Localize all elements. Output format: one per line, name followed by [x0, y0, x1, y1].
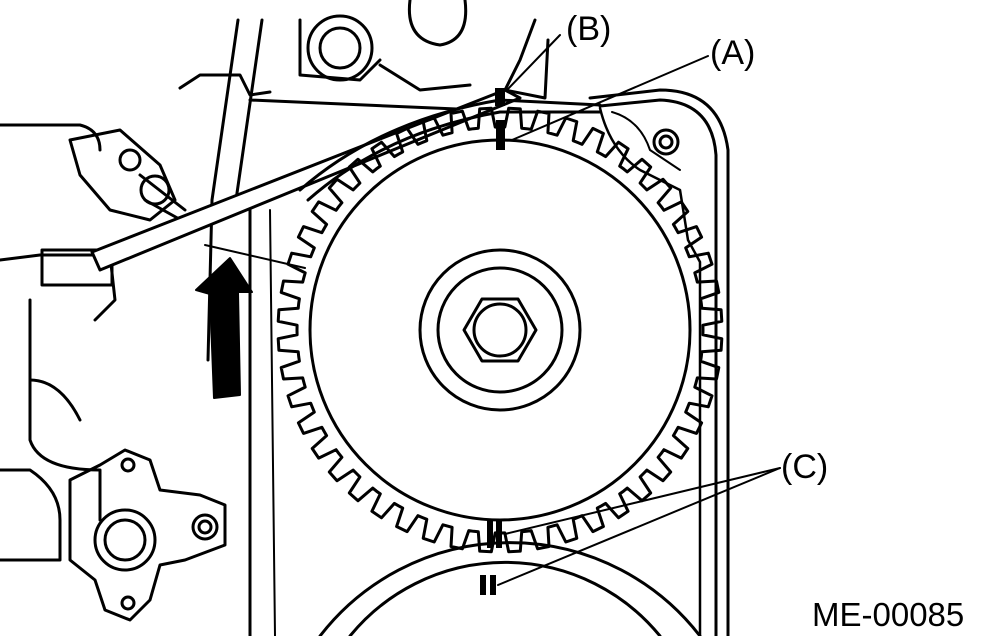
timing-mark-c-upper-2: [496, 520, 502, 548]
tensioner-assembly: [40, 128, 192, 287]
label-a: (A): [710, 34, 756, 72]
timing-mark-c-lower: [480, 575, 486, 595]
label-b: (B): [566, 10, 612, 48]
timing-mark-a: [496, 120, 505, 150]
crankshaft-sprocket: [318, 541, 702, 636]
camshaft-sprocket: [276, 106, 724, 554]
lower-idler-pulley: [68, 448, 227, 622]
leader-c-2: [497, 467, 781, 586]
figure-code: ME-00085: [812, 596, 965, 633]
leader-c-1: [504, 467, 781, 535]
engine-block-left: [0, 18, 276, 636]
timing-mark-c-upper: [487, 520, 493, 548]
leader-a: [511, 55, 709, 141]
timing-belt-top: [298, 98, 602, 202]
timing-marks: [480, 88, 505, 595]
leader-b: [506, 34, 561, 91]
up-arrow-icon: [195, 257, 253, 399]
leader-sprocket: [204, 244, 306, 269]
timing-mark-b: [495, 88, 505, 106]
label-c: (C): [781, 448, 829, 486]
leader-lines: [204, 34, 781, 586]
timing-mark-c-lower-2: [490, 575, 496, 595]
